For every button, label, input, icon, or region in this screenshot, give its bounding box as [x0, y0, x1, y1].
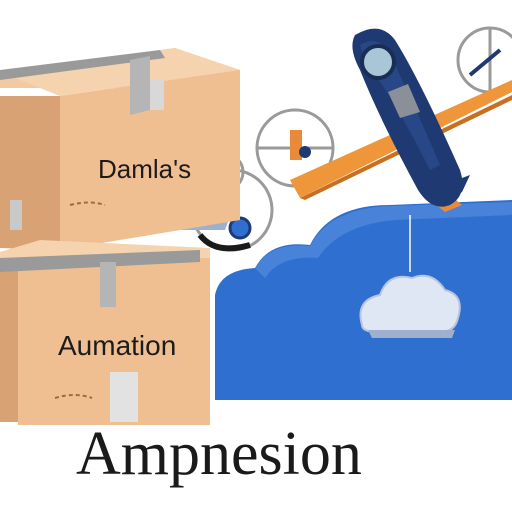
hanging-small-cloud — [359, 274, 461, 338]
large-blue-cloud — [215, 200, 512, 400]
cardboard-box-bottom: Aumation — [0, 240, 210, 425]
rocket-window — [360, 44, 396, 80]
top-box-label: Damla's — [98, 154, 191, 184]
cardboard-box-top: Damla's — [0, 48, 240, 250]
caption-text: Ampnesion — [76, 420, 362, 488]
bottom-box-label: Aumation — [58, 330, 176, 361]
large-blue-cloud-highlight — [255, 202, 512, 278]
rocket-plane — [290, 28, 512, 212]
propeller-ring-top-right — [456, 26, 512, 94]
